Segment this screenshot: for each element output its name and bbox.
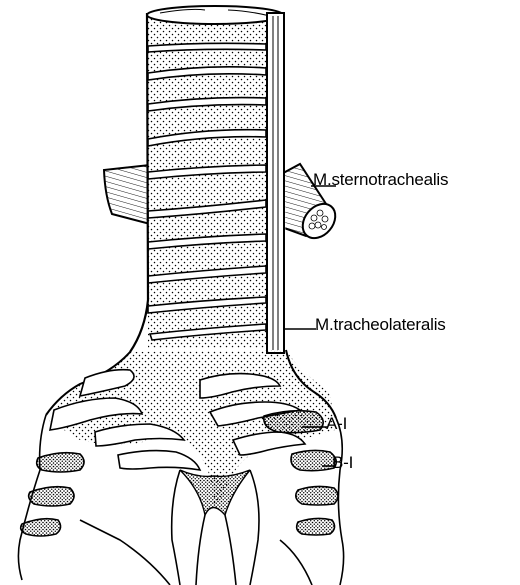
label-a1: A-I bbox=[326, 414, 347, 434]
label-b1: B-I bbox=[332, 453, 353, 473]
label-sternotrachealis: M.sternotrachealis bbox=[313, 170, 448, 190]
left-sternotrachealis-muscle bbox=[104, 165, 150, 224]
label-tracheolateralis: M.tracheolateralis bbox=[315, 315, 446, 335]
